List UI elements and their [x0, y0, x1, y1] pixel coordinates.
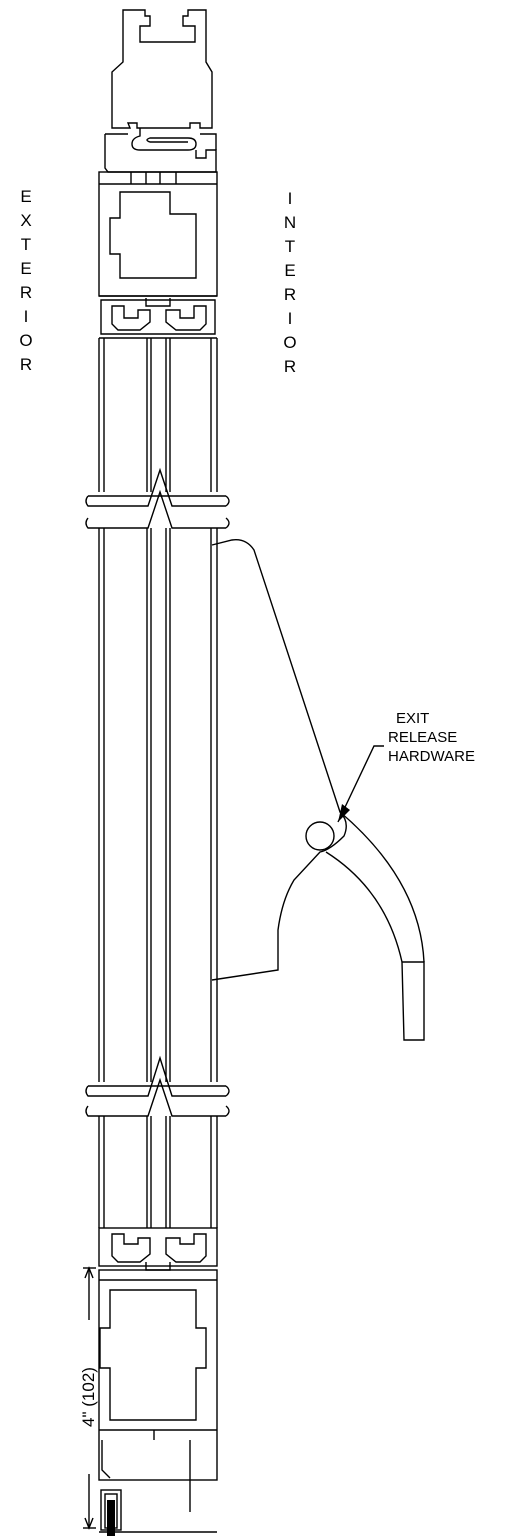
callout-leader	[337, 745, 384, 823]
callout-line-3: HARDWARE	[388, 748, 475, 765]
door-stile-lower	[98, 1116, 218, 1228]
break-line-upper	[85, 467, 230, 529]
callout-arrowhead-icon	[338, 804, 350, 822]
dimension-line	[83, 1266, 96, 1530]
break-line-lower	[85, 1055, 230, 1117]
pivot-icon	[305, 821, 335, 851]
header-extrusion	[104, 9, 217, 173]
dimension-text: 4" (102)	[79, 1367, 98, 1427]
door-stile-upper	[98, 338, 218, 492]
callout-line-2: RELEASE	[388, 729, 457, 746]
callout-line-1: EXIT	[396, 710, 429, 727]
weatherstrip-seal	[107, 1500, 115, 1536]
top-rail	[98, 171, 218, 339]
door-stile-middle	[98, 528, 218, 1082]
exit-device-hardware	[211, 539, 425, 1041]
bottom-rail	[98, 1227, 218, 1533]
